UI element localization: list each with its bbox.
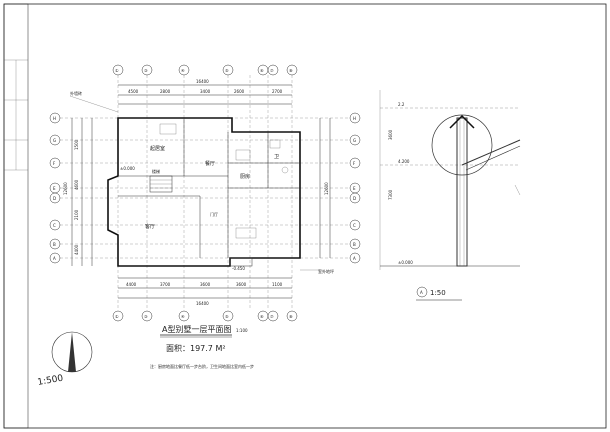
stair [149,175,173,193]
axis-top-3: ④ [181,68,185,73]
room-dining-label: 餐厅 [205,160,215,167]
room-kitchen-label: 厨房 [240,173,250,180]
axis-bubbles-left: H G F E D C B A [49,112,61,264]
axis-top-1: ① [115,68,119,73]
axis-right-7: B [353,242,356,247]
note-ground: 室外地坪 [318,268,334,274]
top-dim-5: 2700 [272,89,283,94]
axis-right-5: D [353,196,356,201]
axis-top-2: ③ [144,68,148,73]
top-dim-4: 2600 [234,89,245,94]
sheet-border [3,3,607,429]
left-dim-4: 4400 [74,244,79,255]
left-dim-3: 2100 [74,209,79,220]
drawing-title-block: A型别墅一层平面图 1:100 面积：197.7 M² 注：厨房地面比餐厅低一步… [150,324,254,369]
north-arrow-icon [68,332,76,372]
area-label: 面积：197.7 M² [166,343,226,353]
title-strip [3,3,29,429]
axis-right-4: E [353,186,356,191]
detail-dim-1: 2.2 [398,102,405,107]
north-scale: 1:500 [37,374,65,388]
axis-top-7: ⑧ [289,68,293,73]
bottom-dim-3: 3600 [200,282,211,287]
left-total-dim: 12600 [63,182,68,195]
axis-bubbles-right: H G F E D C B A [349,112,361,264]
detail-scale: 1:50 [430,289,446,297]
axis-left-8: A [53,256,56,261]
bottom-dim-4: 3600 [236,282,247,287]
bottom-dim-2: 3700 [160,282,171,287]
bottom-dim-5: 1100 [272,282,283,287]
drawing-title-scale: 1:100 [236,328,248,333]
detail-drawing: 2.2 3600 4.200 7300 ±0.000 A 1:50 [379,90,521,301]
north-arrow: 1:500 [37,331,93,388]
axis-left-3: F [53,161,56,166]
axis-bottom-7: ⑧ [289,314,293,319]
detail-dim-2: 3600 [388,129,393,140]
axis-right-1: H [353,116,356,121]
entry-label: 门厅 [210,211,218,217]
axis-bottom-1: ① [115,314,119,319]
right-total-dim: 12600 [324,182,329,195]
axis-left-5: D [53,196,56,201]
axis-bubbles-bottom: ① ③ ④ ⑤ ⑥ ⑦ ⑧ [112,310,298,322]
axis-bottom-2: ③ [144,314,148,319]
axis-left-4: E [53,186,56,191]
left-dim-2: 4600 [74,179,79,190]
left-dim-1: 1500 [74,139,79,150]
note-exterior: 外墙砖 [70,90,82,96]
axis-bottom-3: ④ [181,314,185,319]
room-bath-label: 卫 [274,154,279,160]
axis-bottom-5: ⑥ [260,314,264,319]
axis-bottom-6: ⑦ [270,314,274,319]
drawing-title: A型别墅一层平面图 [162,324,231,334]
elevation-1: ±0.000 [120,166,135,171]
room-living-label: 起居室 [150,145,165,152]
bottom-total-dim: 16400 [196,301,209,306]
axis-top-6: ⑦ [270,68,274,73]
detail-dim-3: 4.200 [398,159,410,164]
axis-top-4: ⑤ [225,68,229,73]
bottom-dim-1: 4400 [126,282,137,287]
top-dim-3: 3400 [200,89,211,94]
room-master-label: 客厅 [145,223,155,230]
axis-right-2: G [353,138,356,143]
top-total-dim: 16400 [196,79,209,84]
axis-top-5: ⑥ [260,68,264,73]
top-dim-2: 2800 [160,89,171,94]
detail-dim-4: 7300 [388,189,393,200]
axis-left-2: G [53,138,56,143]
axis-right-6: C [353,223,356,228]
top-dim-1: 4500 [128,89,139,94]
stair-label: 楼梯 [152,168,160,174]
detail-tag: A [420,290,423,295]
elevation-2: -0.450 [232,266,245,271]
main-plan: 起居室 客厅 餐厅 厨房 卫 门厅 楼梯 ±0.000 -0.450 外墙砖 室… [60,75,355,310]
detail-dim-5: ±0.000 [398,260,413,265]
axis-left-6: C [53,223,56,228]
footnote: 注：厨房地面比餐厅低一步台阶，卫生间地面比室内低一步 [150,363,254,369]
axis-right-3: F [353,161,356,166]
axis-left-7: B [53,242,56,247]
axis-right-8: A [353,256,356,261]
axis-bubbles-top: ① ③ ④ ⑤ ⑥ ⑦ ⑧ [112,64,298,76]
axis-left-1: H [53,116,56,121]
axis-bottom-4: ⑤ [225,314,229,319]
